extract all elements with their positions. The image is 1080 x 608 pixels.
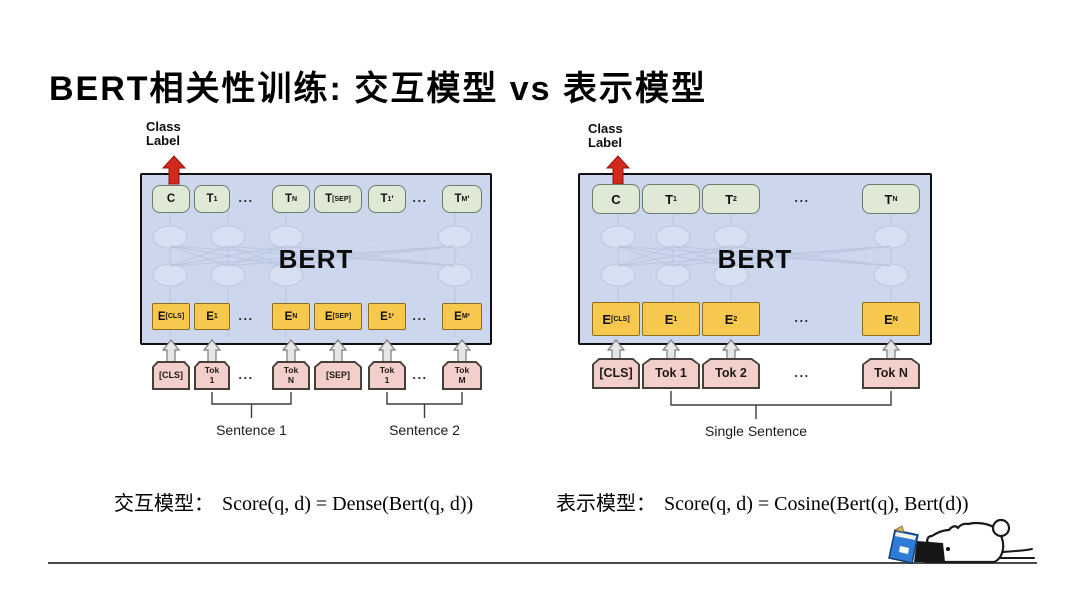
formula-representation-text: Score(q, d) = Cosine(Bert(q), Bert(d)): [664, 493, 969, 515]
input-arrow-icon: [328, 339, 348, 364]
ellipsis: ...: [412, 366, 428, 382]
ellipsis: ...: [412, 190, 428, 205]
bert-label: BERT: [278, 244, 354, 274]
book-pages: [895, 532, 916, 540]
output-cell: C: [592, 184, 640, 214]
ellipsis: ...: [794, 190, 810, 205]
token-label: Tok N: [863, 359, 919, 388]
token-cell: Tok 2: [702, 358, 760, 389]
ellipsis: ...: [794, 364, 810, 380]
token-cell: [CLS]: [152, 361, 190, 390]
formula-interaction-text: Score(q, d) = Dense(Bert(q, d)): [222, 493, 474, 515]
token-cell: [CLS]: [592, 358, 640, 389]
class-label-arrow-icon: [605, 155, 631, 185]
class-label-line: Class: [146, 119, 181, 134]
token-cell: Tok 1: [642, 358, 700, 389]
input-arrow-icon: [281, 339, 301, 364]
bert-label: BERT: [717, 244, 793, 274]
sentence-bracket: [211, 392, 292, 418]
ellipsis: ...: [412, 307, 428, 323]
svg-text:…: …: [811, 270, 822, 282]
book-logo: [899, 546, 909, 554]
token-label: Tok 2: [703, 359, 759, 388]
ellipsis: ...: [238, 366, 254, 382]
embedding-cell: E[SEP]: [314, 303, 362, 330]
input-arrow-icon: [202, 339, 222, 364]
diagram-graphics: ……: [600, 155, 909, 419]
svg-text:…: …: [811, 232, 822, 244]
slide-title: BERT相关性训练: 交互模型 vs 表示模型: [49, 69, 708, 108]
book-corner: [893, 525, 905, 533]
embedding-cell: E[CLS]: [592, 302, 640, 336]
output-cell: T[SEP]: [314, 185, 362, 213]
class-label-line: Label: [588, 135, 622, 150]
footer-divider-line: [48, 562, 1037, 564]
bear-arms: [914, 541, 945, 562]
sentence-label: Sentence 2: [389, 422, 460, 438]
bear-front-leg: [1002, 548, 1033, 553]
input-arrow-icon: [377, 339, 397, 364]
token-cell: Tok N: [862, 358, 920, 389]
formula-representation-label: 表示模型：: [556, 493, 656, 515]
class-label-line: Class: [588, 121, 623, 136]
bear-tail: [991, 518, 1011, 538]
formula-interaction-label: 交互模型：: [114, 493, 214, 515]
embedding-cell: E[CLS]: [152, 303, 190, 330]
token-label: [CLS]: [593, 359, 639, 388]
token-label: Tok 1: [643, 359, 699, 388]
output-cell: C: [152, 185, 190, 213]
sentence-bracket: [670, 391, 892, 419]
ellipsis: ...: [794, 310, 810, 325]
token-label: [SEP]: [315, 362, 361, 389]
svg-text:…: …: [365, 232, 376, 244]
sentence-label: Single Sentence: [705, 423, 807, 439]
formula-representation: 表示模型： Score(q, d) = Cosine(Bert(q), Bert(…: [556, 487, 969, 516]
bear-mascot-graphic: [888, 518, 1035, 564]
svg-text:…: …: [365, 270, 376, 282]
diagram-graphics: ……: [152, 155, 473, 418]
ellipsis: ...: [238, 190, 254, 205]
ellipsis: ...: [238, 307, 254, 323]
token-cell: [SEP]: [314, 361, 362, 390]
token-label: [CLS]: [153, 362, 189, 389]
sentence-label: Sentence 1: [216, 422, 287, 438]
sentence-bracket: [386, 392, 463, 418]
input-arrow-icon: [161, 339, 181, 364]
class-label-arrow-icon: [161, 155, 187, 185]
formula-interaction: 交互模型： Score(q, d) = Dense(Bert(q, d)): [114, 487, 473, 516]
bear-eye: [946, 547, 950, 551]
input-arrow-icon: [452, 339, 472, 364]
class-label-line: Label: [146, 133, 180, 148]
